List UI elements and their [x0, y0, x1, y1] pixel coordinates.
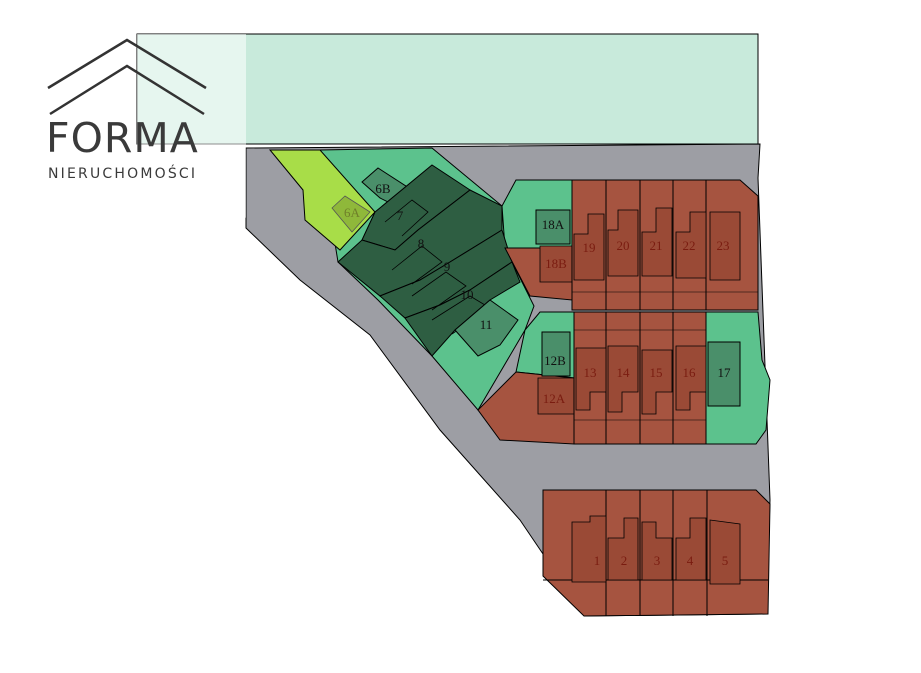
row-19-23 — [571, 179, 759, 311]
plot-label-19: 19 — [583, 240, 596, 255]
plot-label-12A: 12A — [543, 391, 566, 406]
plot-2[interactable] — [607, 517, 639, 581]
plot-label-12B: 12B — [544, 353, 566, 368]
logo-roof-icon — [47, 38, 207, 116]
plot-label-6B: 6B — [375, 181, 391, 196]
plot-11[interactable] — [454, 299, 519, 357]
plot-12B[interactable] — [541, 331, 571, 377]
plot-label-18A: 18A — [542, 217, 565, 232]
plot-label-11: 11 — [480, 317, 493, 332]
plot-18A[interactable] — [535, 209, 571, 245]
plot-6A-building — [331, 195, 371, 233]
plot-label-8: 8 — [418, 236, 425, 251]
plot-5[interactable] — [709, 519, 741, 585]
plot-17[interactable] — [707, 341, 741, 407]
plot-label-6A: 6A — [344, 205, 361, 220]
plot-10[interactable] — [404, 261, 521, 357]
plot-label-15: 15 — [650, 365, 663, 380]
plot-label-14: 14 — [617, 365, 631, 380]
plot-label-7: 7 — [397, 208, 404, 223]
plot-label-3: 3 — [654, 553, 661, 568]
plot-label-18B: 18B — [545, 256, 567, 271]
plot-label-10: 10 — [461, 287, 474, 302]
plot-label-5: 5 — [722, 553, 729, 568]
row-13-16 — [573, 311, 707, 445]
plot-label-21: 21 — [650, 238, 663, 253]
plot-4[interactable] — [675, 517, 707, 581]
plot-1[interactable] — [571, 515, 607, 583]
logo-overlay — [137, 34, 246, 218]
plot-label-16: 16 — [683, 365, 697, 380]
plot-label-1: 1 — [594, 553, 601, 568]
logo-wordmark: FORMA — [46, 114, 199, 162]
plot-label-13: 13 — [584, 365, 597, 380]
plot-label-9: 9 — [444, 259, 451, 274]
plot-label-4: 4 — [687, 553, 694, 568]
plot-label-23: 23 — [717, 238, 730, 253]
plot-label-2: 2 — [621, 553, 628, 568]
logo-subtitle: NIERUCHOMOŚCI — [48, 166, 198, 182]
plot-label-20: 20 — [617, 238, 630, 253]
plot-label-22: 22 — [683, 238, 696, 253]
plot-label-17: 17 — [718, 365, 732, 380]
row-1-5 — [542, 489, 771, 617]
plot-3[interactable] — [641, 521, 673, 581]
